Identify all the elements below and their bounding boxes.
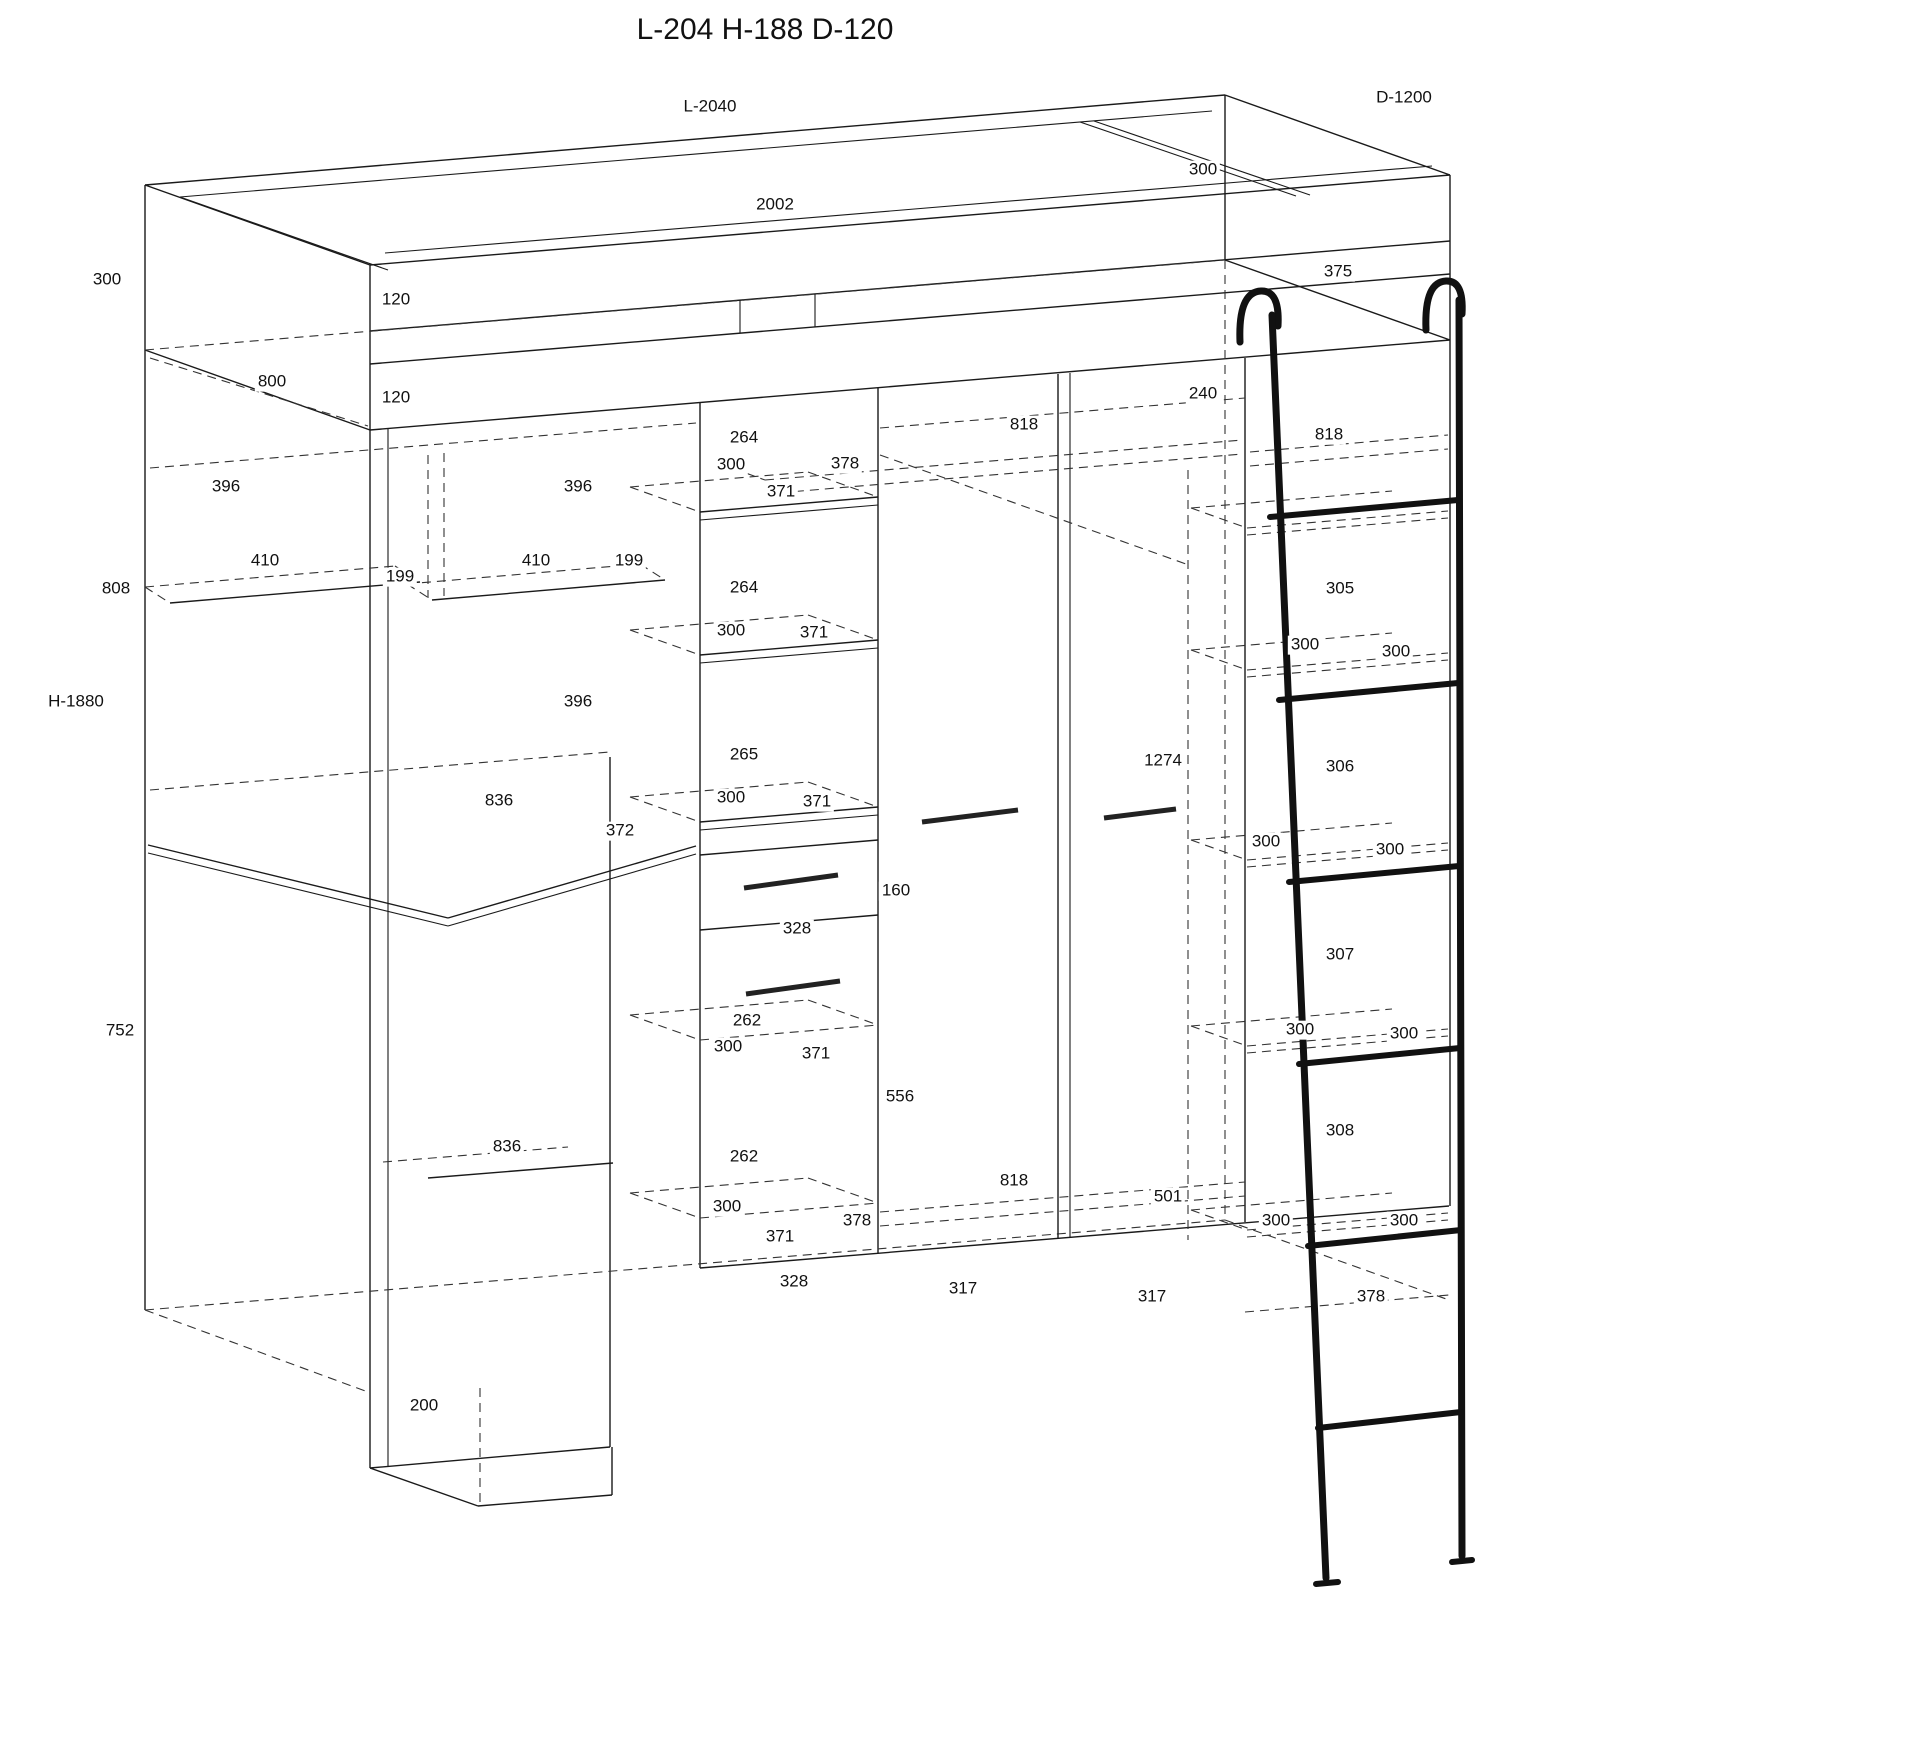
dimension-label: H-1880: [45, 692, 107, 712]
dimension-label: 120: [378, 290, 414, 310]
dimension-label: 300: [1386, 1211, 1422, 1231]
dimension-label: 371: [798, 1044, 834, 1064]
dimension-label: 371: [799, 792, 835, 812]
dimension-label: D-1200: [1373, 88, 1435, 108]
cabinet-door[interactable]: [629, 978, 879, 1219]
bed-top-face: [144, 94, 1451, 271]
dimension-label: 378: [839, 1211, 875, 1231]
plinth: [369, 1388, 613, 1507]
dimension-label: 818: [1311, 425, 1347, 445]
dimension-label: 264: [726, 428, 762, 448]
dimension-label: 800: [254, 372, 290, 392]
dimension-label: 199: [382, 567, 418, 587]
dimension-label: 836: [489, 1137, 525, 1157]
ladder[interactable]: [1236, 277, 1475, 1587]
dimension-label: 300: [1258, 1211, 1294, 1231]
dimension-label: 300: [89, 270, 125, 290]
dimension-label: 372: [602, 821, 638, 841]
dimension-label: 818: [996, 1171, 1032, 1191]
dimension-label: 396: [560, 692, 596, 712]
dimension-label: 371: [762, 1227, 798, 1247]
dimension-label: 818: [1006, 415, 1042, 435]
hidden-floor-lines: [144, 259, 1450, 1393]
carcass-outline: [144, 340, 1451, 1469]
dimension-label: 300: [713, 455, 749, 475]
dimension-label: 328: [779, 919, 815, 939]
dimension-label: 410: [247, 551, 283, 571]
dimension-label: 307: [1322, 945, 1358, 965]
dimension-label: 200: [406, 1396, 442, 1416]
dimension-label: 1274: [1141, 751, 1185, 771]
middle-shelf-column: [629, 471, 879, 831]
ladder-stringer-right: [1455, 296, 1466, 1560]
dimension-label: 808: [98, 579, 134, 599]
dimension-label: 378: [1353, 1287, 1389, 1307]
dimension-label: 300: [713, 621, 749, 641]
dimension-label: 317: [945, 1279, 981, 1299]
dimension-label: 501: [1150, 1187, 1186, 1207]
dimension-label: L-2040: [680, 97, 740, 117]
dimension-label: 262: [729, 1011, 765, 1031]
dimension-label: 264: [726, 578, 762, 598]
dimension-label: 2002: [753, 195, 797, 215]
dimension-label: 160: [878, 881, 914, 901]
dimension-label: 317: [1134, 1287, 1170, 1307]
drawer-handle[interactable]: [743, 872, 839, 891]
dimension-label: 300: [1287, 635, 1323, 655]
dimension-label: 375: [1320, 262, 1356, 282]
ladder-rungs[interactable]: [1267, 497, 1464, 1431]
wardrobe-handle-right[interactable]: [1103, 806, 1177, 821]
ladder-hook-left: [1236, 287, 1282, 346]
wardrobe-handle-left[interactable]: [921, 807, 1019, 825]
dimension-label: 300: [1185, 160, 1221, 180]
dimension-label: 396: [560, 477, 596, 497]
dimension-label: 265: [726, 745, 762, 765]
dimension-label: 300: [1386, 1024, 1422, 1044]
dimension-label: 396: [208, 477, 244, 497]
dimension-label: 240: [1185, 384, 1221, 404]
dimension-label: 300: [713, 788, 749, 808]
dimension-label: 300: [1248, 832, 1284, 852]
dimension-label: 328: [776, 1272, 812, 1292]
dimension-label: 371: [763, 482, 799, 502]
ladder-foot-left: [1313, 1579, 1341, 1587]
dimension-label: 300: [1372, 840, 1408, 860]
dimension-label: 300: [709, 1197, 745, 1217]
dimension-label: 752: [102, 1021, 138, 1041]
lower-left-shelf: [382, 1146, 614, 1179]
ladder-foot-right: [1449, 1557, 1475, 1565]
dimension-label: 300: [710, 1037, 746, 1057]
dimension-label: 262: [726, 1147, 762, 1167]
ladder-stringer-left: [1268, 311, 1330, 1582]
dimension-label: 120: [378, 388, 414, 408]
desk: [147, 751, 697, 927]
dimension-label: 836: [481, 791, 517, 811]
cabinet-door-handle[interactable]: [745, 978, 841, 997]
drawing-title: L-204 H-188 D-120: [636, 13, 894, 46]
dimension-label: 300: [1378, 642, 1414, 662]
dimension-label: 308: [1322, 1121, 1358, 1141]
dimension-label: 410: [518, 551, 554, 571]
dimension-label: 371: [796, 623, 832, 643]
dimension-label: 300: [1282, 1020, 1318, 1040]
dimension-label: 306: [1322, 757, 1358, 777]
dimension-label: 199: [611, 551, 647, 571]
dimension-label: 556: [882, 1087, 918, 1107]
ladder-hook-right: [1422, 277, 1466, 334]
dimension-label: 378: [827, 454, 863, 474]
bed-right-end: [1224, 95, 1451, 341]
dimension-label: 305: [1322, 579, 1358, 599]
